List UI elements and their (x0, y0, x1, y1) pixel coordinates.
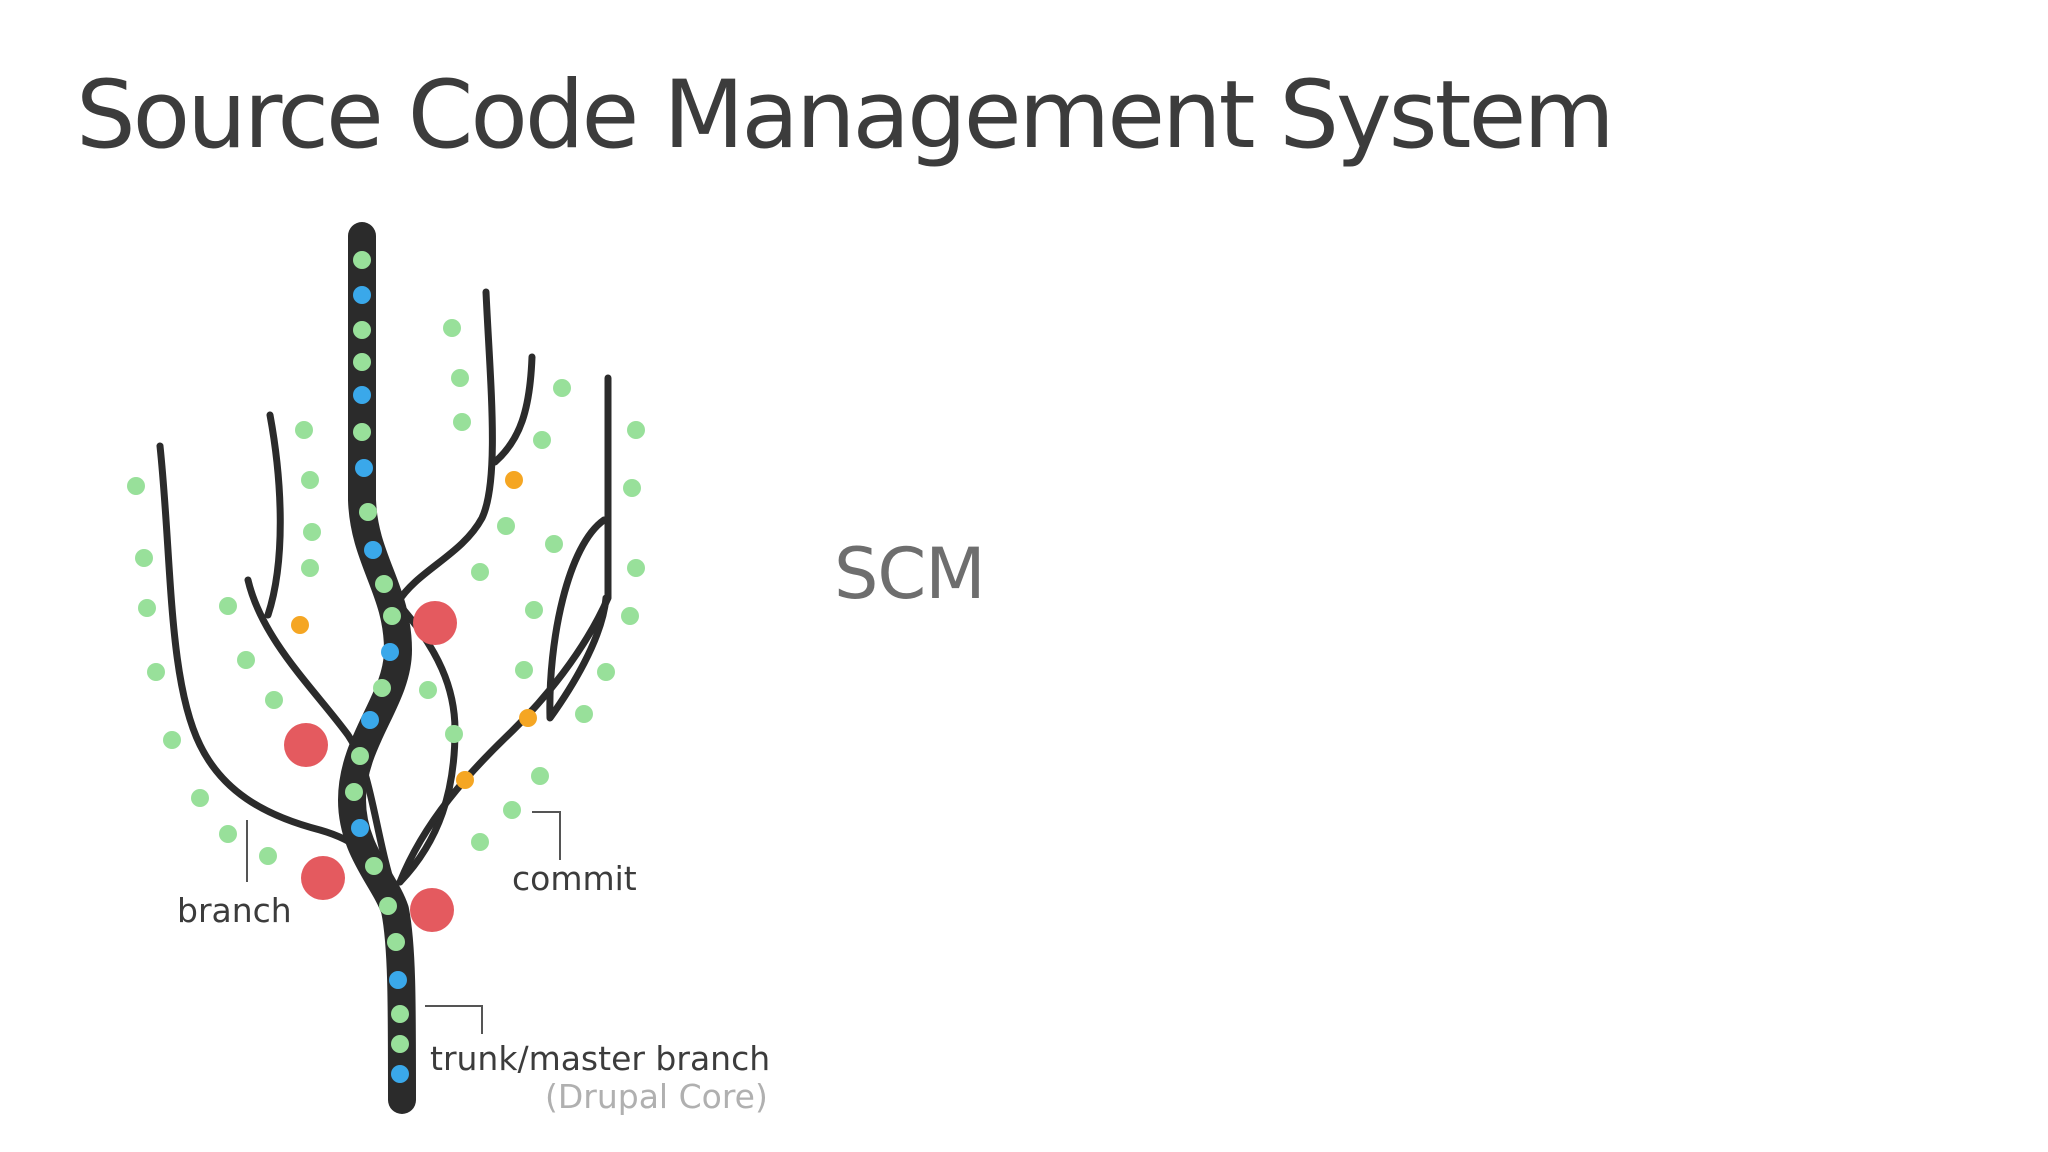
green-commit-dot (353, 353, 371, 371)
green-commit-dot (359, 503, 377, 521)
green-commit-dot (443, 319, 461, 337)
green-commit-dot (135, 549, 153, 567)
green-commit-dot (391, 1005, 409, 1023)
orange-commit-dot (519, 709, 537, 727)
green-commit-dot (627, 559, 645, 577)
commit-leader-line (532, 811, 561, 860)
green-commit-dot (237, 651, 255, 669)
green-commit-dot (353, 321, 371, 339)
slide-title: Source Code Management System (76, 61, 1615, 170)
left-upper-branch (264, 411, 284, 619)
red-commit-dot (413, 601, 457, 645)
green-commit-dot (191, 789, 209, 807)
green-commit-dot (553, 379, 571, 397)
slide-subtitle: SCM (834, 533, 986, 615)
green-commit-dot (445, 725, 463, 743)
green-commit-dot (365, 857, 383, 875)
green-commit-dot (375, 575, 393, 593)
green-commit-dot (531, 767, 549, 785)
green-commit-dot (545, 535, 563, 553)
blue-commit-dot (389, 971, 407, 989)
commit-label: commit (512, 859, 637, 898)
green-commit-dot (621, 607, 639, 625)
green-commit-dot (265, 691, 283, 709)
blue-commit-dot (353, 286, 371, 304)
green-commit-dot (503, 801, 521, 819)
red-commit-dot (410, 888, 454, 932)
green-commit-dot (301, 559, 319, 577)
green-commit-dot (471, 563, 489, 581)
commit-dots (127, 251, 645, 1083)
blue-commit-dot (355, 459, 373, 477)
orange-commit-dot (291, 616, 309, 634)
red-commit-dot (301, 856, 345, 900)
green-commit-dot (353, 423, 371, 441)
green-commit-dot (345, 783, 363, 801)
green-commit-dot (353, 251, 371, 269)
label-leader-lines (246, 811, 561, 1034)
green-commit-dot (597, 663, 615, 681)
green-commit-dot (373, 679, 391, 697)
branch-label: branch (177, 891, 292, 930)
green-commit-dot (163, 731, 181, 749)
center-right-branch (394, 288, 496, 606)
green-commit-dot (259, 847, 277, 865)
green-commit-dot (533, 431, 551, 449)
blue-commit-dot (353, 386, 371, 404)
green-commit-dot (623, 479, 641, 497)
orange-commit-dot (456, 771, 474, 789)
green-commit-dot (127, 477, 145, 495)
green-commit-dot (471, 833, 489, 851)
branch-lines (156, 288, 612, 899)
trunk-leader-line (425, 1005, 483, 1034)
right-small-branch (491, 353, 536, 466)
green-commit-dot (383, 607, 401, 625)
green-commit-dot (147, 663, 165, 681)
green-commit-dot (453, 413, 471, 431)
trunk-note-label: (Drupal Core) (545, 1077, 768, 1116)
green-commit-dot (351, 747, 369, 765)
green-commit-dot (525, 601, 543, 619)
green-commit-dot (379, 897, 397, 915)
left-mid-branch (244, 576, 399, 899)
green-commit-dot (219, 597, 237, 615)
far-right-branch (396, 374, 612, 886)
far-right-loop-branch (546, 516, 610, 722)
green-commit-dot (301, 471, 319, 489)
blue-commit-dot (351, 819, 369, 837)
green-commit-dot (515, 661, 533, 679)
green-commit-dot (219, 825, 237, 843)
green-commit-dot (295, 421, 313, 439)
blue-commit-dot (361, 711, 379, 729)
blue-commit-dot (364, 541, 382, 559)
orange-commit-dot (505, 471, 523, 489)
green-commit-dot (303, 523, 321, 541)
blue-commit-dot (381, 643, 399, 661)
trunk-label: trunk/master branch (430, 1039, 770, 1078)
green-commit-dot (419, 681, 437, 699)
blue-commit-dot (391, 1065, 409, 1083)
green-commit-dot (497, 517, 515, 535)
green-commit-dot (575, 705, 593, 723)
green-commit-dot (451, 369, 469, 387)
green-commit-dot (138, 599, 156, 617)
green-commit-dot (391, 1035, 409, 1053)
green-commit-dot (387, 933, 405, 951)
green-commit-dot (627, 421, 645, 439)
red-commit-dot (284, 723, 328, 767)
